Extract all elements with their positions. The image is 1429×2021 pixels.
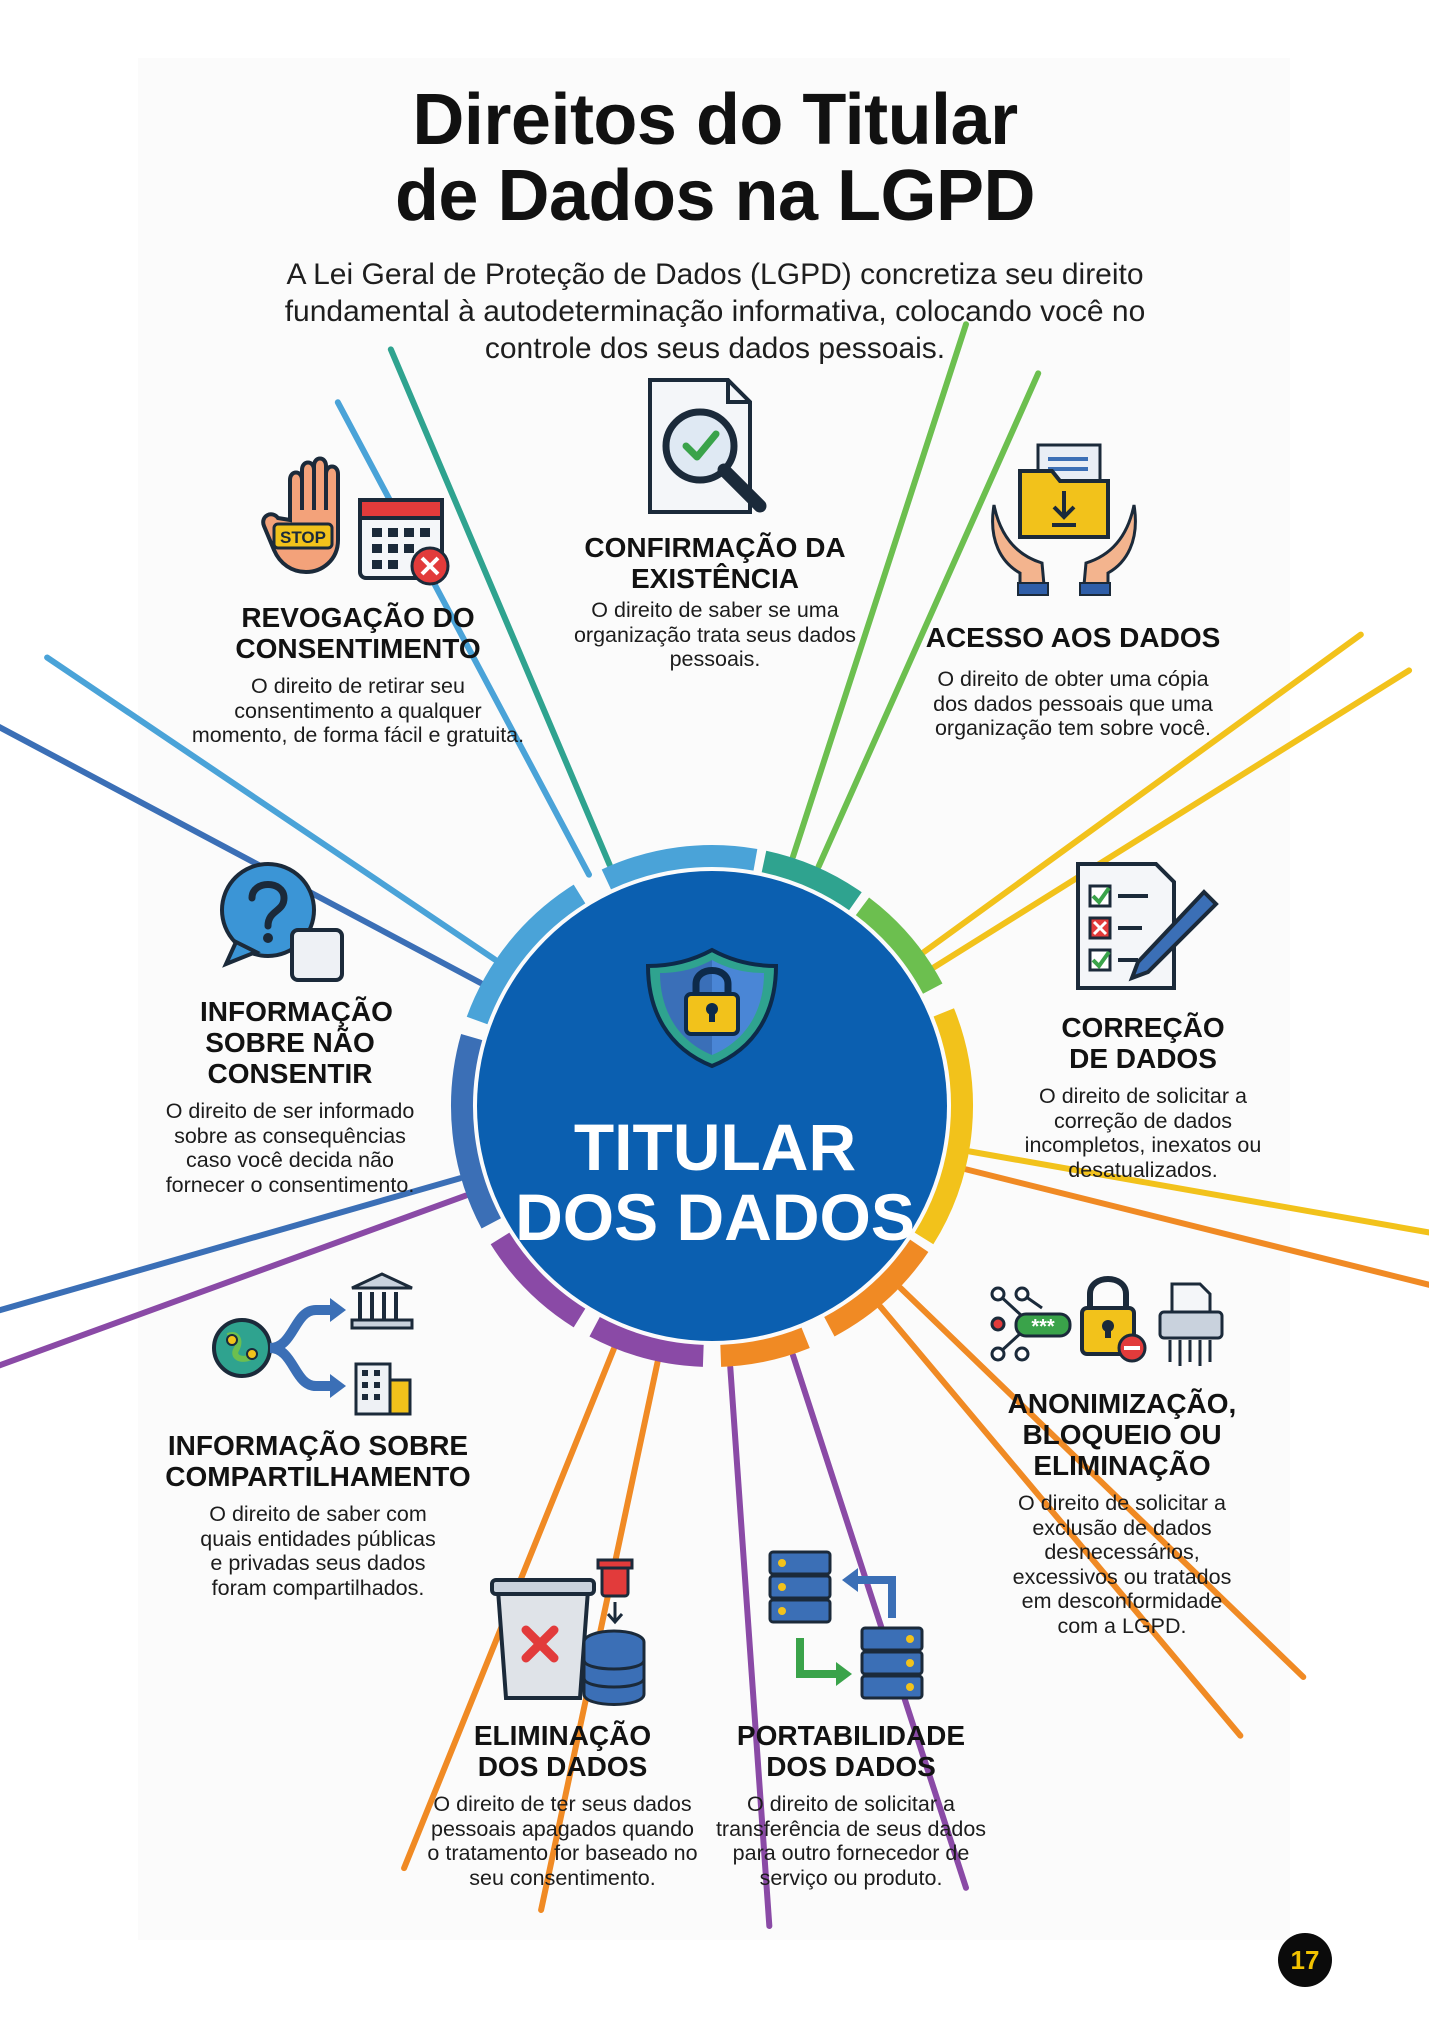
spoke-line — [789, 1352, 970, 1891]
hands-folder-icon — [991, 443, 1137, 596]
right-title: INFORMAÇÃO SOBRE COMPARTILHAMENTO — [165, 1430, 471, 1492]
spoke-line — [334, 399, 592, 878]
right-eliminacao: ELIMINAÇÃO DOS DADOS O direito de ter se… — [420, 1720, 705, 1890]
globe-share-buildings-icon — [212, 1272, 414, 1416]
ring-segment — [451, 1034, 502, 1229]
password-mask-label: *** — [1031, 1316, 1055, 1338]
right-title: ACESSO AOS DADOS — [925, 622, 1221, 653]
right-title: CORREÇÃO DE DADOS — [1061, 1012, 1225, 1074]
right-description: O direito de ser informado sobre as cons… — [165, 1099, 415, 1197]
spoke-line — [0, 724, 484, 986]
right-portabilidade: PORTABILIDADE DOS DADOS O direito de sol… — [706, 1720, 996, 1890]
right-description: O direito de ter seus dados pessoais apa… — [427, 1792, 698, 1890]
spoke-line — [789, 321, 970, 860]
color-ring — [451, 845, 973, 1367]
right-title: ELIMINAÇÃO DOS DADOS — [473, 1720, 652, 1782]
spoke-line — [387, 346, 613, 868]
right-revogacao: REVOGAÇÃO DO CONSENTIMENTO O direito de … — [178, 602, 538, 748]
ring-segment — [589, 1316, 704, 1367]
center-circle — [477, 871, 947, 1341]
servers-transfer-icon — [768, 1550, 924, 1700]
right-confirmacao: CONFIRMAÇÃO DA EXISTÊNCIA O direito de s… — [570, 532, 860, 672]
right-description: O direito de solicitar a transferência d… — [715, 1792, 987, 1890]
right-description: O direito de solicitar a exclusão de dad… — [1012, 1491, 1232, 1638]
intro-subtitle: A Lei Geral de Proteção de Dados (LGPD) … — [284, 258, 1146, 365]
ring-segment — [490, 1232, 586, 1328]
stop-hand-calendar-icon: STOP — [261, 456, 450, 586]
spoke-line — [877, 1303, 1244, 1739]
center-label: TITULAR DOS DADOS — [480, 1112, 950, 1252]
spoke-line — [931, 667, 1413, 971]
spoke-line — [963, 1166, 1429, 1288]
page-title-line-2: de Dados na LGPD — [394, 156, 1036, 236]
question-bubble-icon — [220, 862, 344, 982]
right-title: REVOGAÇÃO DO CONSENTIMENTO — [235, 602, 481, 664]
center-label-line-2: DOS DADOS — [515, 1180, 915, 1254]
right-title: INFORMAÇÃO SOBRE NÃO CONSENTIR — [200, 996, 393, 1089]
right-title: ANONIMIZAÇÃO, BLOQUEIO OU ELIMINAÇÃO — [1007, 1388, 1237, 1481]
right-description: O direito de obter uma cópia dos dados p… — [933, 667, 1213, 740]
ring-segment — [601, 845, 758, 890]
right-acesso: ACESSO AOS DADOS O direito de obter uma … — [908, 622, 1238, 741]
right-nao-consentir: INFORMAÇÃO SOBRE NÃO CONSENTIR O direito… — [160, 996, 420, 1197]
right-description: O direito de solicitar a correção de dad… — [1024, 1084, 1262, 1182]
spoke-line — [0, 1192, 469, 1369]
ring-segment — [761, 850, 862, 911]
right-correcao: CORREÇÃO DE DADOS O direito de solicitar… — [1018, 1012, 1268, 1182]
trash-database-icon — [490, 1558, 646, 1706]
right-anonimizacao: ANONIMIZAÇÃO, BLOQUEIO OU ELIMINAÇÃO O d… — [990, 1388, 1254, 1638]
ring-segment — [466, 884, 586, 1025]
stop-label: STOP — [280, 528, 326, 547]
page-number-badge: 17 — [1278, 1933, 1332, 1987]
page-title-line-1: Direitos do Titular — [412, 80, 1018, 160]
spoke-line — [920, 631, 1364, 956]
ring-segment — [824, 1239, 929, 1337]
right-title: CONFIRMAÇÃO DA EXISTÊNCIA — [584, 532, 846, 594]
spoke-line — [727, 1364, 773, 1929]
spoke-line — [967, 1148, 1429, 1236]
document-magnifier-check-icon — [648, 378, 767, 514]
spoke-line — [897, 1285, 1307, 1681]
right-description: O direito de saber com quais entidades p… — [200, 1502, 436, 1600]
spoke-line — [0, 1175, 464, 1314]
network-lock-shredder-icon: *** — [990, 1276, 1224, 1366]
ring-segment — [720, 1327, 810, 1367]
right-title: PORTABILIDADE DOS DADOS — [736, 1720, 966, 1782]
shield-lock-icon — [645, 947, 779, 1069]
spoke-line — [44, 654, 498, 963]
ring-segment — [855, 897, 943, 994]
ring-segment — [914, 1008, 973, 1245]
spoke-line — [815, 370, 1042, 870]
center-label-line-1: TITULAR — [573, 1110, 857, 1184]
right-description: O direito de saber se uma organização tr… — [573, 598, 857, 671]
right-description: O direito de retirar seu consentimento a… — [191, 674, 525, 747]
checklist-pen-icon — [1076, 862, 1219, 990]
right-compartilhamento: INFORMAÇÃO SOBRE COMPARTILHAMENTO O dire… — [158, 1430, 478, 1600]
